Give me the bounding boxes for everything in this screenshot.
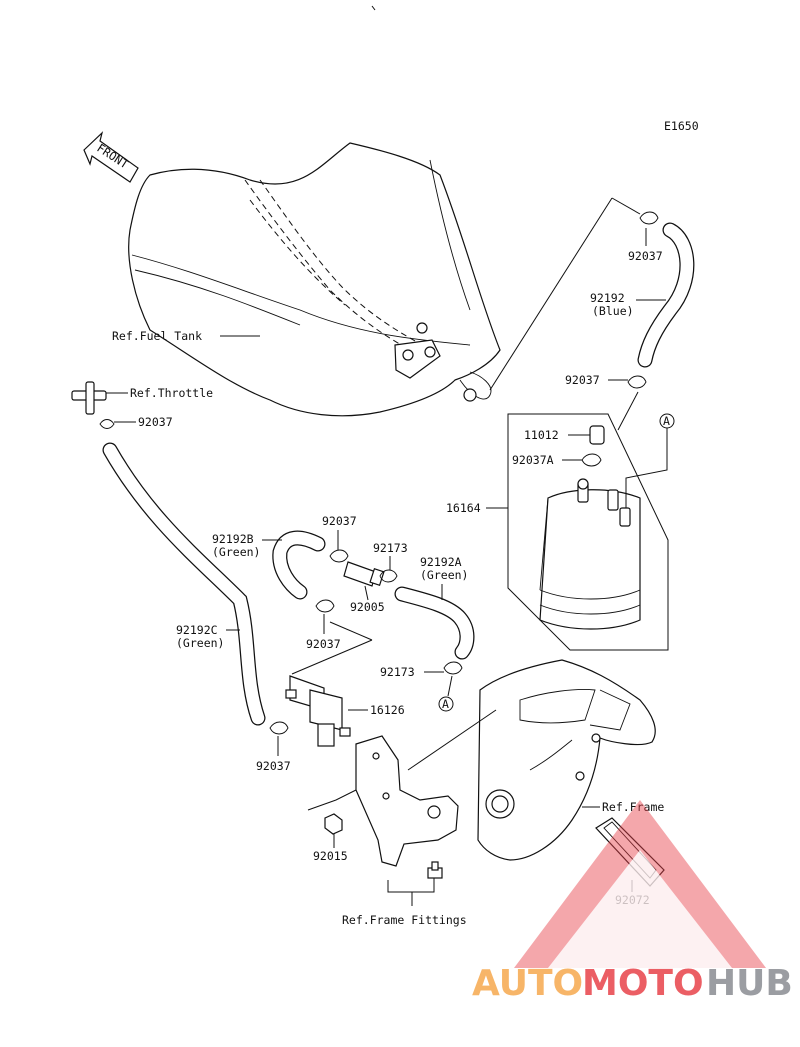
front-arrow: FRONT: [83, 131, 139, 183]
clamp-92173-top: [379, 569, 398, 583]
marker-a-bottom: A: [442, 697, 449, 711]
watermark-logo: AUTO MOTO HUB: [472, 800, 793, 1004]
label-92192b-color: (Green): [212, 545, 260, 559]
label-92037-left: 92037: [138, 415, 173, 429]
label-92192a-color: (Green): [420, 568, 468, 582]
frame: [477, 659, 656, 861]
clamp-92173-bottom: [443, 661, 463, 675]
clamp-92037-right: [627, 375, 647, 389]
watermark-part-3: HUB: [706, 963, 793, 1004]
mounting-bracket: [355, 735, 459, 867]
nut-92015: [324, 813, 343, 835]
label-ref-frame: Ref.Frame: [602, 800, 664, 814]
label-92192: 92192: [590, 291, 625, 305]
label-ref-throttle: Ref.Throttle: [130, 386, 213, 400]
marker-a-top: A: [663, 414, 670, 428]
label-92192c: 92192C: [176, 623, 218, 637]
clamp-92037-mid: [329, 549, 349, 563]
label-ref-frame-fittings: Ref.Frame Fittings: [342, 913, 467, 927]
hose-92192a: [394, 586, 475, 660]
label-92037-mid2: 92037: [306, 637, 341, 651]
label-92037-top: 92037: [628, 249, 663, 263]
throttle-fitting: [71, 381, 107, 415]
hose-92192b: [272, 530, 326, 600]
clamp-92037-top: [639, 211, 659, 225]
clamp-92037a: [581, 453, 602, 467]
solenoid-16126: [285, 675, 351, 747]
label-92192b: 92192B: [212, 532, 254, 546]
label-ref-fuel-tank: Ref.Fuel Tank: [112, 329, 202, 343]
watermark-part-1: AUTO: [472, 963, 583, 1004]
label-92037-low: 92037: [256, 759, 291, 773]
clamp-92037-low: [269, 721, 289, 735]
hose-92192-blue: [637, 222, 695, 368]
bolt: [427, 861, 443, 879]
canister-box: [507, 413, 669, 651]
label-92037a: 92037A: [512, 453, 554, 467]
clamp-92037-mid2: [315, 599, 335, 613]
label-92037-right: 92037: [565, 373, 600, 387]
label-92173-top: 92173: [373, 541, 408, 555]
label-92173-bottom: 92173: [380, 665, 415, 679]
label-92192-color: (Blue): [592, 304, 634, 318]
valve-92005: [343, 561, 385, 587]
watermark-part-2: MOTO: [582, 963, 704, 1004]
diagram-code: E1650: [664, 119, 699, 133]
label-11012: 11012: [524, 428, 559, 442]
clamp-92037-left: [99, 419, 115, 429]
label-16164: 16164: [446, 501, 481, 515]
label-92005: 92005: [350, 600, 385, 614]
label-92192a: 92192A: [420, 555, 462, 569]
label-92015: 92015: [313, 849, 348, 863]
cap-11012: [589, 425, 605, 445]
label-92037-mid: 92037: [322, 514, 357, 528]
label-16126: 16126: [370, 703, 405, 717]
label-92192c-color: (Green): [176, 636, 224, 650]
fuel-tank: [128, 142, 501, 417]
hose-92192c: [102, 442, 266, 726]
